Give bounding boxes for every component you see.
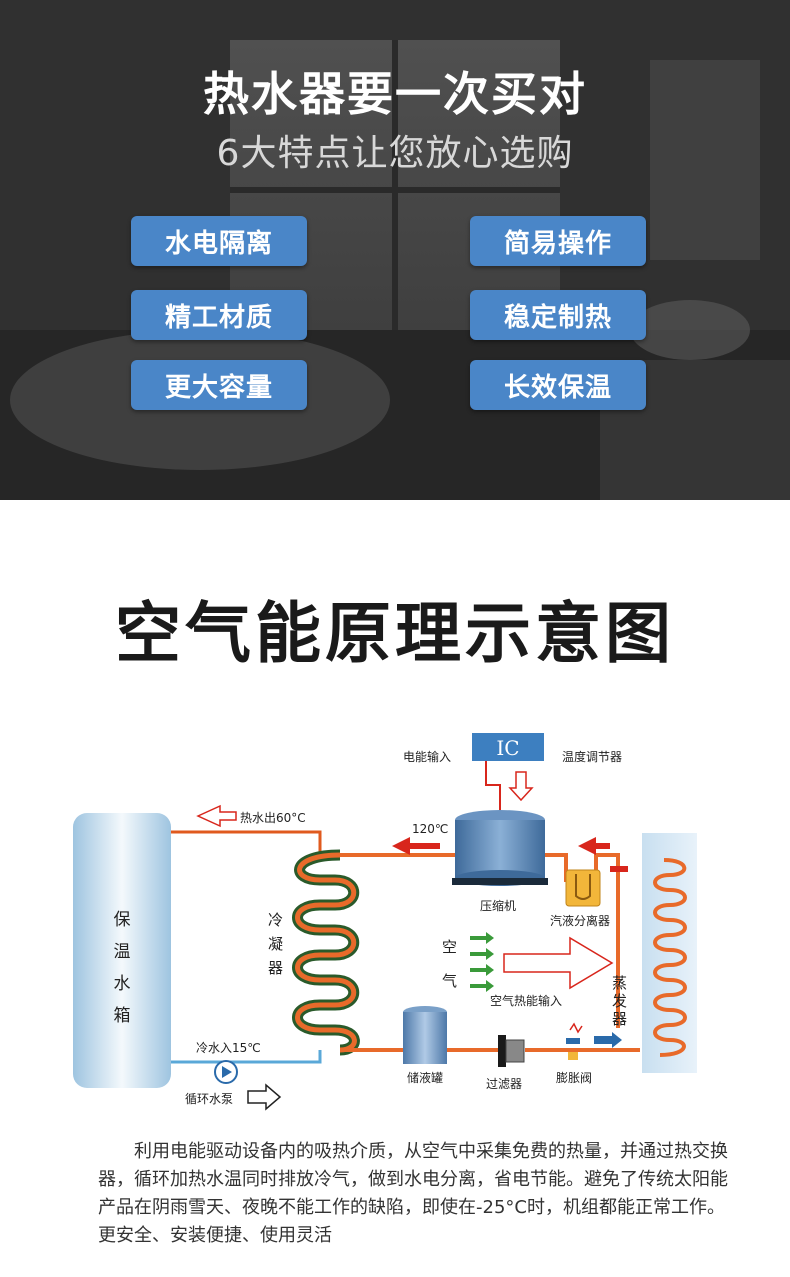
pump-direction-arrow-icon <box>247 1083 282 1111</box>
evaporator-outlet-marker-icon <box>610 866 628 872</box>
valve-label: 膨胀阀 <box>556 1071 592 1085</box>
thermostat-label: 温度调节器 <box>562 749 622 764</box>
temp-120-label: 120℃ <box>412 822 448 836</box>
flow-arrow-hot-icon <box>392 837 440 855</box>
evaporator-label-1: 蒸 <box>612 974 627 992</box>
gas-liquid-separator <box>565 869 601 907</box>
pump-arrow-icon <box>222 1066 232 1078</box>
hero-title: 热水器要一次买对 <box>203 67 587 121</box>
tank-label-1: 保 <box>114 910 131 930</box>
air-flow-arrows-icon <box>470 932 494 992</box>
condenser-label-3: 器 <box>268 959 283 977</box>
tank-label-2: 温 <box>114 942 131 962</box>
expansion-valve <box>566 1038 580 1044</box>
flow-arrow-cold-icon <box>594 1032 622 1048</box>
feature-badge-fine-material: 精工材质 <box>131 290 307 340</box>
air-input-label: 空气热能输入 <box>490 993 562 1008</box>
air-label-2: 气 <box>442 972 457 990</box>
tank-label-3: 水 <box>114 974 131 994</box>
feature-badge-water-electric-separation: 水电隔离 <box>131 216 307 266</box>
compressor-base <box>452 878 548 885</box>
ic-box <box>472 733 544 761</box>
flow-arrow-return-icon <box>578 837 610 855</box>
evaporator-label-2: 发 <box>612 992 627 1010</box>
hero-banner: 热水器要一次买对 6大特点让您放心选购 水电隔离 简易操作 精工材质 稳定制热 … <box>0 0 790 500</box>
evaporator-label-3: 器 <box>612 1010 627 1028</box>
heat-pump-diagram: 保 温 水 箱 热水出60°C 冷水入15℃ 循环水泵 冷 凝 器 120℃ I… <box>73 733 697 1111</box>
tank-label-4: 箱 <box>114 1006 131 1026</box>
feature-badge-long-insulation: 长效保温 <box>470 360 646 410</box>
condenser-label-2: 凝 <box>268 935 283 953</box>
receiver-label: 储液罐 <box>407 1070 443 1085</box>
feature-badge-easy-operation: 简易操作 <box>470 216 646 266</box>
evaporator-panel <box>642 833 697 1073</box>
description-paragraph: 利用电能驱动设备内的吸热介质，从空气中采集免费的热量，并通过热交换器，循环加热水… <box>98 1141 728 1246</box>
condenser-label-1: 冷 <box>268 911 283 929</box>
hot-water-arrow-icon <box>196 804 237 828</box>
compressor <box>455 820 545 878</box>
cold-water-label: 冷水入15℃ <box>196 1041 261 1055</box>
evaporator-coil <box>653 858 687 1057</box>
bathroom-background <box>0 0 790 500</box>
pump-label: 循环水泵 <box>185 1092 233 1106</box>
section-title: 空气能原理示意图 <box>115 595 675 672</box>
power-input-label: 电能输入 <box>403 749 451 764</box>
condenser-coil <box>292 849 360 1056</box>
liquid-receiver <box>403 1012 447 1064</box>
ic-label: IC <box>496 736 519 760</box>
power-down-arrow-icon <box>508 771 534 802</box>
hot-water-label: 热水出60°C <box>240 811 306 825</box>
hot-water-pipe <box>171 830 322 855</box>
hero-subtitle: 6大特点让您放心选购 <box>216 133 574 174</box>
feature-badge-larger-capacity: 更大容量 <box>131 360 307 410</box>
separator-label: 汽液分离器 <box>550 913 610 928</box>
power-wire <box>485 761 501 815</box>
filter <box>498 1035 506 1067</box>
storage-tank <box>73 813 171 1088</box>
pipe-evaporator-to-separator <box>594 853 620 1028</box>
air-heat-big-arrow-icon <box>503 936 614 990</box>
compressor-label: 压缩机 <box>480 898 516 913</box>
filter-label: 过滤器 <box>486 1077 522 1091</box>
air-label-1: 空 <box>442 938 457 956</box>
feature-badge-stable-heating: 稳定制热 <box>470 290 646 340</box>
